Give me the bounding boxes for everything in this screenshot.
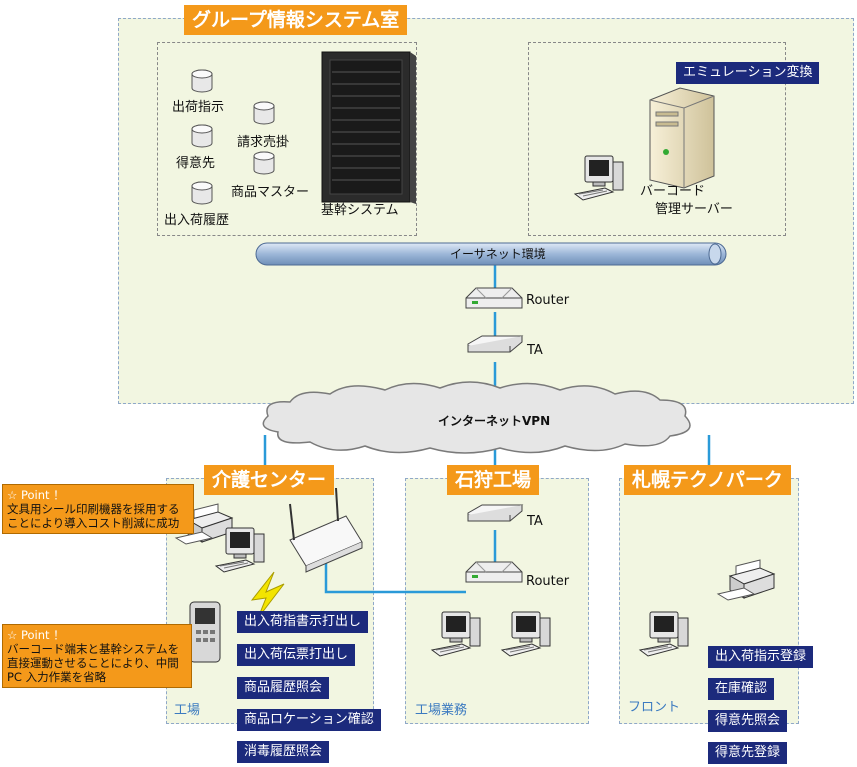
emulation-label: エミュレーション変換 — [676, 62, 820, 84]
sapporo-button-2[interactable]: 在庫確認 — [708, 678, 775, 700]
kaigo-button-5[interactable]: 消毒履歴照会 — [237, 741, 330, 763]
point-note-printer-body: 文具用シール印刷機器を採用することにより導入コスト削減に成功 — [7, 502, 180, 530]
ishikari-zone-label: 工場業務 — [415, 703, 468, 718]
point-note-printer: ☆ Point ！ 文具用シール印刷機器を採用することにより導入コスト削減に成功 — [2, 484, 194, 534]
point-note-barcode: ☆ Point ！ バーコード端末と基幹システムを直接運動させることにより、中間… — [2, 624, 192, 688]
group-ta-label: TA — [527, 343, 543, 358]
ishikari-title: 石狩工場 — [447, 465, 540, 495]
kaigo-button-1[interactable]: 出入荷指書示打出し — [237, 611, 369, 633]
mainframe-box — [157, 42, 417, 236]
barcode-server-label-2: 管理サーバー — [655, 202, 733, 217]
kaigo-button-3[interactable]: 商品履歴照会 — [237, 677, 330, 699]
ethernet-label: イーサネット環境 — [450, 247, 546, 261]
sapporo-zone-label: フロント — [628, 700, 681, 715]
point-note-barcode-head: ☆ Point ！ — [7, 628, 65, 642]
db-label-shunyuka-rireki: 出入荷履歴 — [164, 213, 230, 228]
db-label-tokuisaki: 得意先 — [176, 156, 216, 171]
sapporo-title: 札幌テクノパーク — [624, 465, 791, 495]
sapporo-button-4[interactable]: 得意先登録 — [708, 742, 788, 764]
kaigo-button-2[interactable]: 出入荷伝票打出し — [237, 644, 356, 666]
ishikari-ta-label: TA — [527, 514, 543, 529]
mainframe-label: 基幹システム — [321, 203, 399, 218]
sapporo-button-3[interactable]: 得意先照会 — [708, 710, 788, 732]
sapporo-button-1[interactable]: 出入荷指示登録 — [708, 646, 814, 668]
ishikari-router-label: Router — [526, 574, 570, 589]
point-note-barcode-body: バーコード端末と基幹システムを直接運動させることにより、中間 PC 入力作業を省… — [7, 642, 180, 684]
barcode-server-box — [528, 42, 786, 236]
group-title: グループ情報システム室 — [184, 5, 408, 35]
db-label-shukka-shiji: 出荷指示 — [172, 100, 225, 115]
point-note-printer-head: ☆ Point ！ — [7, 488, 65, 502]
kaigo-title: 介護センター — [204, 465, 335, 495]
db-label-seikyu-urikake: 請求売掛 — [237, 135, 290, 150]
barcode-server-label-1: バーコード — [640, 184, 706, 199]
db-label-shohin-master: 商品マスター — [231, 185, 310, 200]
internet-label: インターネットVPN — [438, 414, 551, 428]
kaigo-zone-label: 工場 — [174, 703, 201, 718]
kaigo-button-4[interactable]: 商品ロケーション確認 — [237, 709, 381, 731]
group-router-label: Router — [526, 293, 570, 308]
